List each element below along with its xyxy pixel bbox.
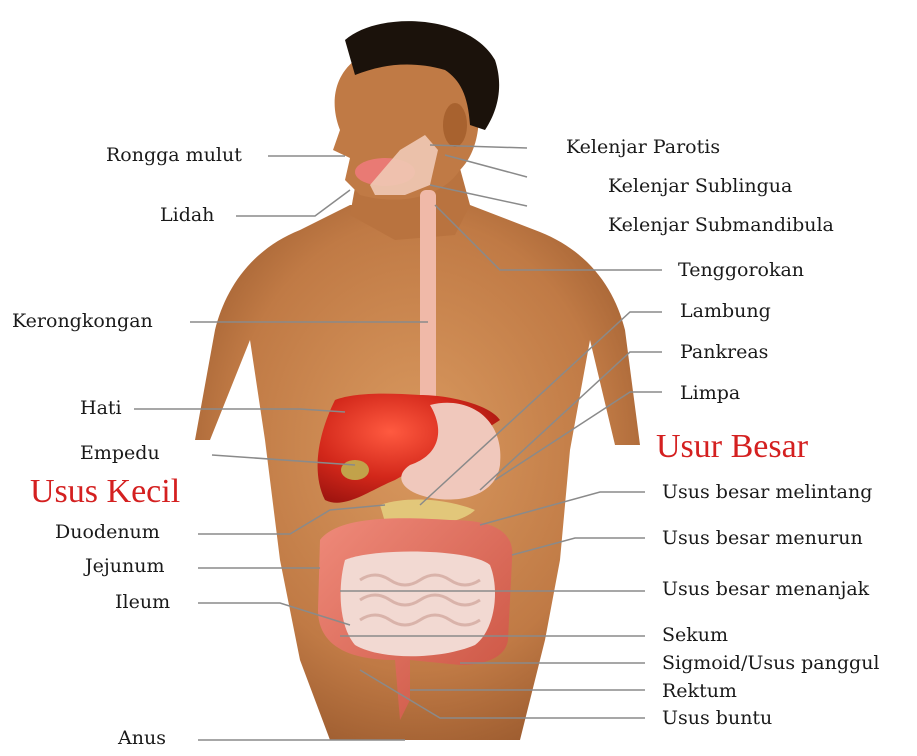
ear xyxy=(443,103,467,147)
label-mouth: Rongga mulut xyxy=(106,146,242,165)
label-transverse-colon: Usus besar melintang xyxy=(662,483,872,502)
label-rectum: Rektum xyxy=(662,682,737,701)
esophagus-tube xyxy=(420,190,436,410)
label-stomach: Lambung xyxy=(680,302,771,321)
label-anus: Anus xyxy=(118,729,166,748)
label-descending-colon: Usus besar menurun xyxy=(662,529,863,548)
large-intestine-heading: Usur Besar xyxy=(656,430,808,464)
gallbladder xyxy=(341,460,369,480)
label-ascending-colon: Usus besar menanjak xyxy=(662,580,869,599)
label-ileum: Ileum xyxy=(115,593,170,612)
label-gallbladder: Empedu xyxy=(80,444,160,463)
label-duodenum: Duodenum xyxy=(55,523,160,542)
label-appendix: Usus buntu xyxy=(662,709,772,728)
label-throat: Tenggorokan xyxy=(678,261,804,280)
label-parotid: Kelenjar Parotis xyxy=(566,138,720,157)
label-jejunum: Jejunum xyxy=(85,557,164,576)
label-tongue: Lidah xyxy=(160,206,214,225)
label-cecum: Sekum xyxy=(662,626,728,645)
label-liver: Hati xyxy=(80,399,122,418)
label-submandibular: Kelenjar Submandibula xyxy=(608,216,834,235)
label-esophagus: Kerongkongan xyxy=(12,312,153,331)
label-sublingual: Kelenjar Sublingua xyxy=(608,177,792,196)
label-spleen: Limpa xyxy=(680,384,740,403)
label-sigmoid: Sigmoid/Usus panggul xyxy=(662,654,880,673)
small-intestine-heading: Usus Kecil xyxy=(30,475,180,509)
label-pancreas: Pankreas xyxy=(680,343,768,362)
